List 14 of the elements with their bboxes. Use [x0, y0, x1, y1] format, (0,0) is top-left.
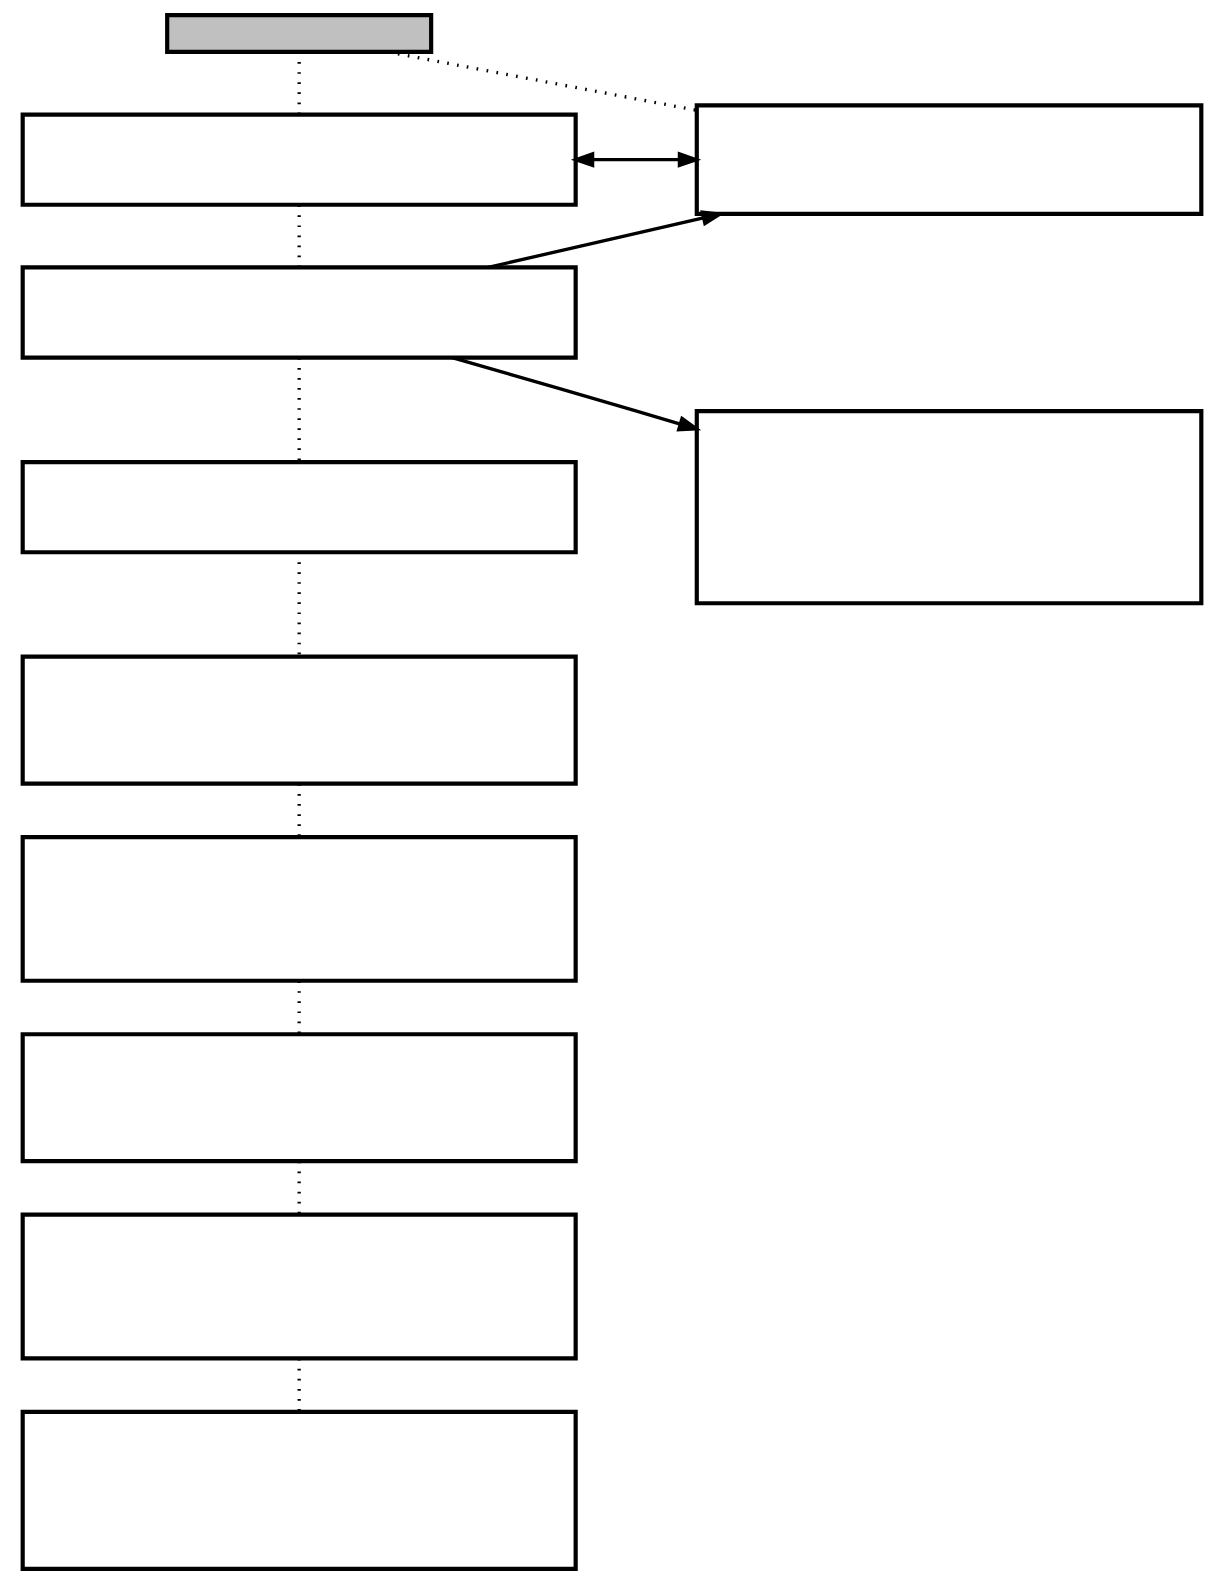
node-box: [20, 1032, 578, 1164]
node-box: [20, 654, 578, 786]
node-box: [694, 103, 1204, 217]
arrow: [451, 356, 702, 432]
node-box: [20, 1212, 578, 1361]
node-box: [20, 112, 578, 207]
arrow: [570, 151, 702, 168]
node-box: [20, 835, 578, 983]
node-box: [20, 265, 578, 360]
connector: [297, 1161, 301, 1215]
node-box: [165, 13, 434, 54]
node-box: [694, 409, 1204, 606]
node-box: [20, 1409, 578, 1571]
node-box: [20, 459, 578, 555]
